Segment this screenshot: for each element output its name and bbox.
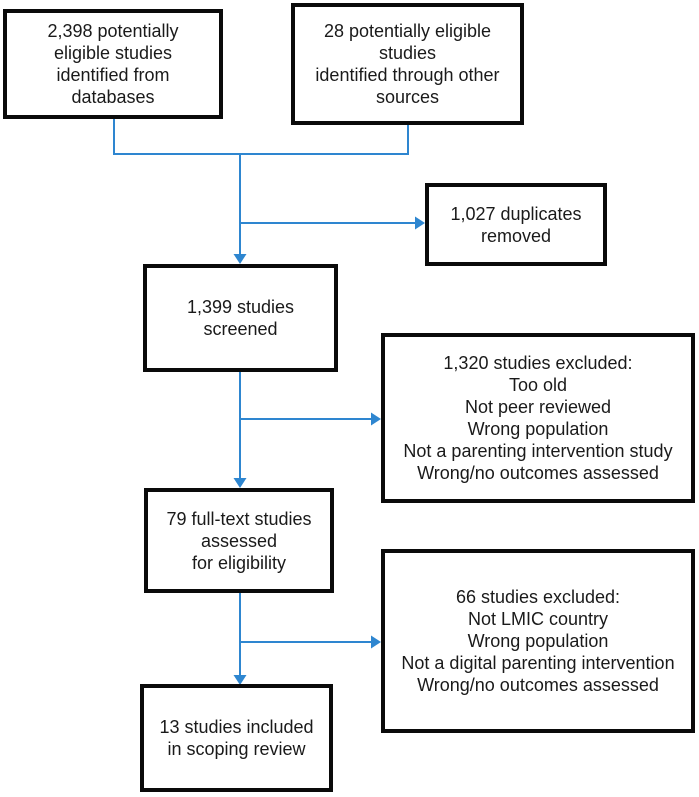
box-line: Wrong population	[467, 419, 609, 439]
box-included-in-review: 13 studies included in scoping review	[140, 684, 333, 792]
box-line: for eligibility	[191, 552, 287, 573]
box-line: Not peer reviewed	[464, 397, 612, 417]
box-line: removed	[480, 225, 552, 246]
arrowhead-into-excluded-2	[371, 635, 381, 649]
box-line: 13 studies included	[159, 717, 314, 737]
arrowhead-into-excluded-1	[371, 412, 381, 426]
box-line: screened	[203, 319, 278, 339]
box-duplicates-removed: 1,027 duplicates removed	[425, 183, 607, 266]
box-line: databases	[71, 87, 155, 107]
box-line: Too old	[508, 375, 568, 395]
box-line: Not a digital parenting intervention	[401, 653, 675, 673]
box-line: identified through other	[315, 65, 500, 85]
arrowhead-into-duplicates	[415, 216, 425, 230]
box-studies-screened: 1,399 studies screened	[143, 264, 338, 372]
box-identified-databases: 2,398 potentially eligible studies ident…	[3, 9, 223, 119]
box-line: 79 full-text studies	[166, 508, 312, 529]
box-fulltext-assessed: 79 full-text studies assessed for eligib…	[144, 488, 334, 593]
box-line: 1,399 studies	[186, 297, 295, 317]
box-line: 28 potentially eligible	[323, 21, 492, 41]
box-line: Wrong/no outcomes assessed	[417, 675, 659, 695]
box-line: 2,398 potentially	[47, 21, 179, 41]
box-line: in scoping review	[167, 739, 306, 759]
box-line: assessed	[200, 530, 278, 551]
arrowhead-into-screened	[233, 254, 247, 264]
box-line: Wrong population	[467, 631, 609, 651]
box-line: 66 studies excluded:	[455, 587, 621, 607]
box-line: 1,027 duplicates	[450, 203, 582, 224]
box-line: Wrong/no outcomes assessed	[417, 463, 659, 483]
box-excluded-at-screening: 1,320 studies excluded: Too old Not peer…	[381, 333, 695, 503]
box-line: sources	[375, 87, 440, 107]
box-line: identified from	[56, 65, 170, 85]
box-line: eligible studies	[53, 43, 173, 63]
box-line: studies	[378, 43, 437, 63]
box-identified-other-sources: 28 potentially eligible studies identifi…	[291, 3, 524, 125]
box-line: 1,320 studies excluded:	[443, 353, 633, 373]
arrowhead-into-fulltext	[233, 478, 247, 488]
box-line: Not a parenting intervention study	[403, 441, 673, 461]
box-line: Not LMIC country	[467, 609, 609, 629]
box-excluded-at-fulltext: 66 studies excluded: Not LMIC country Wr…	[381, 549, 695, 733]
